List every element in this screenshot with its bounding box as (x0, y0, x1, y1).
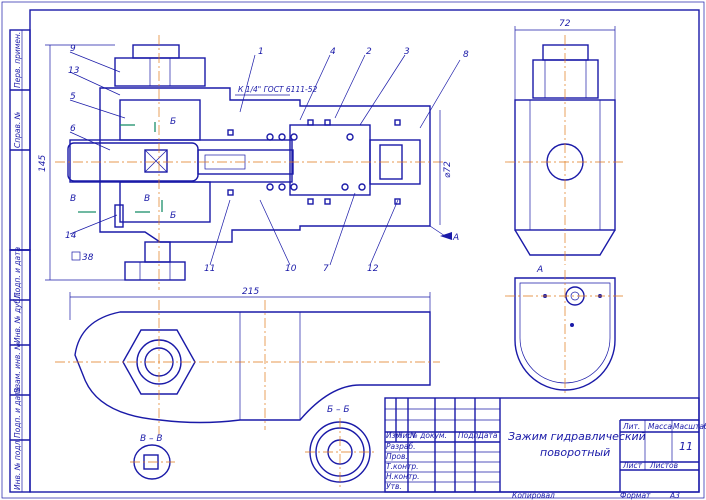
main-section-view (45, 35, 461, 290)
tb-row-razrab: Разраб. (386, 442, 415, 451)
tb-cell-masshtab: Масштаб (673, 422, 706, 431)
section-b-label: Б – Б (327, 405, 350, 415)
callout-8: 8 (463, 50, 469, 60)
format-value: А3 (669, 491, 680, 500)
callout-7: 7 (323, 264, 329, 274)
stamp-podp-data-1: Подп. и дата (13, 247, 22, 298)
tb-cell-lit: Лит. (622, 422, 640, 431)
tb-cell-listov: Листов (649, 461, 678, 470)
tb-row-nkontr: Н.контр. (386, 472, 420, 481)
drawing-title-line1: Зажим гидравлический (508, 430, 646, 443)
dim-square: 38 (82, 253, 94, 263)
tb-cell-massa: Масса (648, 422, 672, 431)
title-block (384, 397, 700, 493)
dim-diameter: ⌀72 (443, 161, 453, 178)
tb-col-izm: Изм (386, 431, 402, 440)
cut-label-b2: Б (170, 211, 176, 221)
callout-9: 9 (70, 44, 76, 54)
dim-height-left: 145 (38, 155, 48, 172)
square-symbol (71, 251, 81, 261)
dim-length-bottom: 215 (242, 287, 259, 297)
cut-label-b1: Б (170, 117, 176, 127)
sheet-number: 11 (679, 440, 693, 453)
callout-10: 10 (285, 264, 297, 274)
callout-2: 2 (366, 47, 372, 57)
plan-view (55, 292, 440, 435)
tb-col-date: Дата (477, 431, 498, 440)
copied-label: Копировал (512, 491, 555, 500)
drawing-title-line2: поворотный (540, 446, 610, 459)
callout-numbers: 1 2 3 4 5 6 7 8 9 10 11 12 13 14 (65, 44, 469, 274)
callout-5: 5 (70, 92, 76, 102)
tb-row-utv: Утв. (386, 482, 402, 491)
dim-width-top: 72 (559, 19, 571, 29)
tb-cell-list: Лист (622, 461, 643, 470)
section-b-b (305, 418, 375, 488)
callout-4: 4 (330, 47, 336, 57)
stamp-inv-dubl: Инв. № дубл. (13, 292, 22, 343)
callout-11: 11 (204, 264, 215, 274)
callout-14: 14 (65, 231, 77, 241)
callout-3: 3 (404, 47, 410, 57)
callout-1: 1 (258, 47, 264, 57)
view-a (505, 270, 625, 395)
tb-row-tkontr: Т.контр. (386, 462, 419, 471)
stamp-perv-primen: Перв. примен. (13, 32, 22, 88)
callout-12: 12 (367, 264, 379, 274)
stamp-podp-data-2: Подп. и дата (13, 387, 22, 438)
callout-13: 13 (68, 66, 80, 76)
tb-col-doc: № докум. (409, 431, 447, 440)
callout-6: 6 (70, 124, 76, 134)
format-label: Формат (620, 491, 651, 500)
tb-col-list: Лист (396, 431, 417, 440)
section-v-v (130, 444, 175, 480)
cut-label-v1: В (70, 194, 76, 204)
side-stamp-column: Перв. примен. Справ. № Подп. и дата Инв.… (9, 29, 31, 493)
stamp-inv-podl: Инв. № подл. (13, 438, 22, 490)
view-a-label: А (536, 265, 543, 275)
stamp-sprav-no: Справ. № (13, 111, 22, 148)
cut-label-v2: В (144, 194, 150, 204)
side-view (505, 26, 625, 265)
arrow-a-label: А (452, 233, 459, 243)
tb-col-sign: Подп. (458, 431, 481, 440)
tb-row-prov: Пров. (386, 452, 408, 461)
thread-note: К 1/4" ГОСТ 6111-52 (238, 85, 317, 94)
stamp-vzam-inv: Взам. инв. № (13, 342, 22, 393)
section-v-label: В – В (140, 434, 163, 444)
